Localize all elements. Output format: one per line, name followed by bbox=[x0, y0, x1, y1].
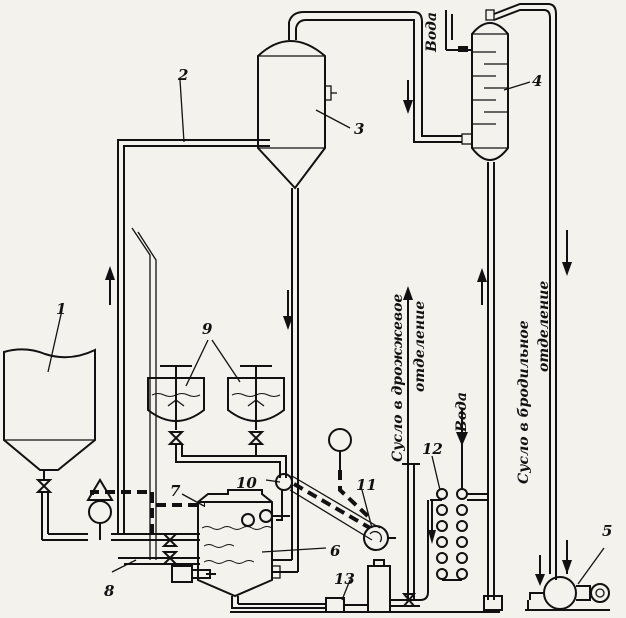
label-6: 6 bbox=[330, 542, 341, 560]
label-10: 10 bbox=[236, 474, 257, 492]
label-water-top: Вода bbox=[424, 12, 440, 53]
label-3: 3 bbox=[354, 120, 364, 138]
label-9: 9 bbox=[202, 320, 213, 338]
vessel-3 bbox=[257, 11, 414, 573]
label-water-mid: Вода bbox=[454, 392, 470, 433]
tank7-inlets bbox=[111, 533, 200, 573]
wort-yeast-line bbox=[402, 286, 429, 601]
tank-7 bbox=[197, 489, 326, 609]
feed-tank-1 bbox=[3, 348, 96, 541]
pointer-lines bbox=[47, 79, 605, 601]
label-4: 4 bbox=[532, 72, 542, 90]
label-wort-ferment-1: Сусло в бродильное bbox=[516, 320, 532, 484]
column-4 bbox=[445, 3, 557, 600]
pipe-to-pump-5 bbox=[549, 300, 572, 580]
label-wort-yeast-1: Сусло в дрожжевое bbox=[390, 294, 406, 462]
label-13: 13 bbox=[334, 570, 355, 588]
label-12: 12 bbox=[422, 440, 443, 458]
label-11: 11 bbox=[356, 476, 377, 494]
collector bbox=[483, 595, 503, 611]
dosing-tanks-9 bbox=[147, 339, 287, 478]
label-8: 8 bbox=[104, 582, 115, 600]
pipe-to-column-4 bbox=[403, 11, 462, 143]
stirrer-motor bbox=[171, 565, 216, 583]
label-wort-yeast-2: отделение bbox=[412, 301, 428, 392]
coil-12 bbox=[428, 408, 488, 581]
pump-5 bbox=[525, 555, 610, 611]
arrow-down-right bbox=[562, 230, 572, 276]
label-wort-ferment-2: отделение bbox=[536, 281, 552, 372]
label-7: 7 bbox=[170, 482, 181, 500]
arrow-down-vessel3 bbox=[283, 290, 293, 330]
dashed-line-left bbox=[90, 490, 205, 507]
label-5: 5 bbox=[602, 522, 612, 540]
label-2: 2 bbox=[177, 66, 188, 84]
pipe-2 bbox=[117, 139, 270, 560]
pump-11 bbox=[328, 428, 396, 551]
arrow-up-left bbox=[105, 266, 115, 305]
arrow-up-mid bbox=[477, 268, 487, 305]
label-1: 1 bbox=[56, 300, 66, 318]
